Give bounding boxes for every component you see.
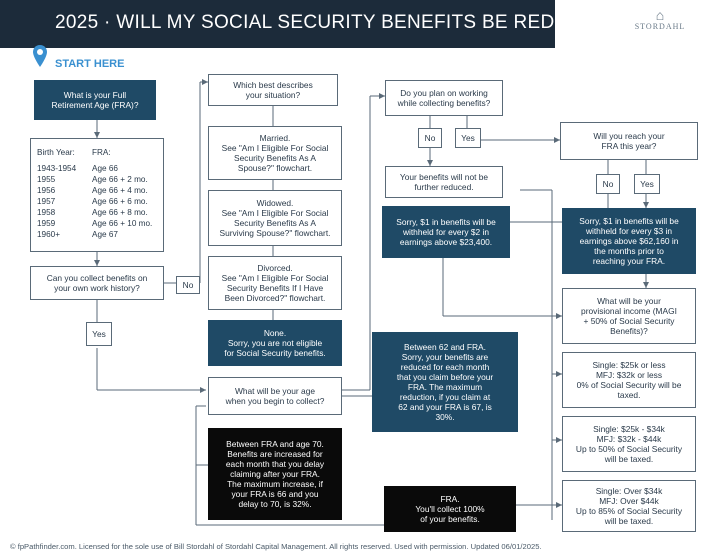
widowed-box: Widowed. See "Am I Eligible For Social S… bbox=[208, 190, 342, 246]
withheld-3-box: Sorry, $1 in benefits will be withheld f… bbox=[562, 208, 696, 274]
table-cell: Age 66 + 6 mo. bbox=[92, 197, 148, 206]
table-cell: Age 66 + 10 mo. bbox=[92, 219, 153, 228]
table-row: 1960+ Age 67 bbox=[37, 229, 157, 240]
yes-answer-mid: Yes bbox=[455, 128, 481, 148]
no-answer-right: No bbox=[596, 174, 620, 194]
table-row: 1958 Age 66 + 8 mo. bbox=[37, 207, 157, 218]
table-cell: 1959 bbox=[37, 219, 56, 228]
table-row: 1957 Age 66 + 6 mo. bbox=[37, 196, 157, 207]
own-work-question-box: Can you collect benefits on your own wor… bbox=[30, 266, 164, 300]
page-title: 2025 · WILL MY SOCIAL SECURITY BENEFITS … bbox=[55, 12, 621, 33]
yes-answer-right: Yes bbox=[634, 174, 660, 194]
table-row: 1943-1954 Age 66 bbox=[37, 163, 157, 174]
table-cell: Age 66 + 8 mo. bbox=[92, 208, 148, 217]
table-cell: 1955 bbox=[37, 175, 56, 184]
between-62-fra-box: Between 62 and FRA. Sorry, your benefits… bbox=[372, 332, 518, 432]
tax-tier-2-box: Single: $25k - $34k MFJ: $32k - $44k Up … bbox=[562, 416, 696, 472]
fra-question-box: What is your Full Retirement Age (FRA)? bbox=[34, 80, 156, 120]
table-cell: 1956 bbox=[37, 186, 56, 195]
fra-to-70-box: Between FRA and age 70. Benefits are inc… bbox=[208, 428, 342, 520]
yes-answer-left: Yes bbox=[86, 322, 112, 346]
reach-fra-question-box: Will you reach your FRA this year? bbox=[560, 122, 698, 160]
logo: ⌂ STORDAHL bbox=[630, 8, 690, 31]
none-box: None. Sorry, you are not eligible for So… bbox=[208, 320, 342, 366]
footer-copyright: © fpPathfinder.com. Licensed for the sol… bbox=[10, 542, 542, 551]
table-row: 1955 Age 66 + 2 mo. bbox=[37, 174, 157, 185]
table-cell: Age 66 + 4 mo. bbox=[92, 186, 148, 195]
age-collect-question-box: What will be your age when you begin to … bbox=[208, 377, 342, 415]
tax-tier-3-box: Single: Over $34k MFJ: Over $44k Up to 8… bbox=[562, 480, 696, 532]
logo-text: STORDAHL bbox=[634, 22, 686, 31]
table-cell: 1943-1954 bbox=[37, 164, 77, 173]
logo-icon: ⌂ bbox=[655, 7, 665, 23]
no-answer-mid: No bbox=[418, 128, 442, 148]
not-reduced-box: Your benefits will not be further reduce… bbox=[385, 166, 503, 198]
start-here-label: START HERE bbox=[55, 58, 125, 70]
married-box: Married. See "Am I Eligible For Social S… bbox=[208, 126, 342, 180]
table-cell: 1960+ bbox=[37, 230, 60, 239]
table-cell: Age 66 bbox=[92, 164, 118, 173]
fra-full-box: FRA. You'll collect 100% of your benefit… bbox=[384, 486, 516, 532]
table-cell: 1957 bbox=[37, 197, 56, 206]
tax-tier-1-box: Single: $25k or less MFJ: $32k or less 0… bbox=[562, 352, 696, 408]
provisional-income-box: What will be your provisional income (MA… bbox=[562, 288, 696, 344]
table-row: 1956 Age 66 + 4 mo. bbox=[37, 185, 157, 196]
working-question-box: Do you plan on working while collecting … bbox=[385, 80, 503, 116]
fra-header-birth: Birth Year: bbox=[37, 148, 75, 157]
fra-header-fra: FRA: bbox=[92, 148, 111, 157]
situation-question-box: Which best describes your situation? bbox=[208, 74, 338, 106]
fra-table-header: Birth Year: FRA: bbox=[37, 147, 157, 158]
table-cell: Age 67 bbox=[92, 230, 118, 239]
table-row: 1959 Age 66 + 10 mo. bbox=[37, 218, 157, 229]
table-cell: 1958 bbox=[37, 208, 56, 217]
divorced-box: Divorced. See "Am I Eligible For Social … bbox=[208, 256, 342, 310]
no-answer-left: No bbox=[176, 276, 200, 294]
location-pin-icon bbox=[33, 45, 47, 67]
title-banner: 2025 · WILL MY SOCIAL SECURITY BENEFITS … bbox=[0, 0, 620, 48]
withheld-2-box: Sorry, $1 in benefits will be withheld f… bbox=[382, 206, 510, 258]
table-cell: Age 66 + 2 mo. bbox=[92, 175, 148, 184]
